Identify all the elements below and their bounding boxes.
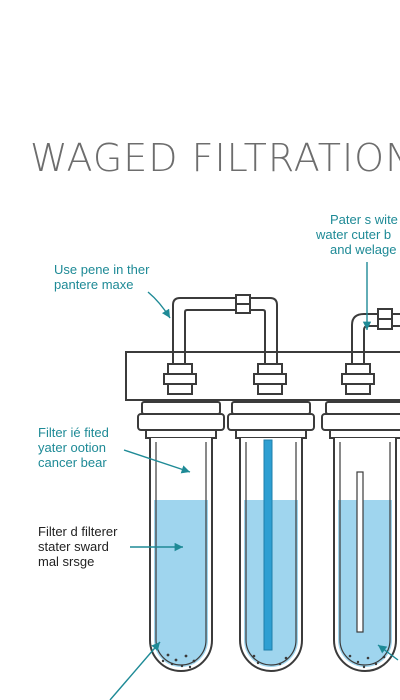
inlet-fittings: [163, 363, 375, 395]
annotation-line: Filter d filterer: [38, 524, 118, 539]
annotation-top-left: Use pene in ther pantere maxe: [54, 262, 149, 292]
annotation-lower-left: Filter d filterer stater sward mal srsge: [38, 524, 117, 569]
annotation-line: stater sward: [38, 539, 109, 554]
annotation-line: yater ootion: [38, 440, 106, 455]
filter-housing-1: [137, 401, 225, 672]
filter-housing-2: [227, 401, 315, 672]
annotation-line: pantere maxe: [54, 277, 134, 292]
annotation-line: and welage: [330, 242, 397, 257]
annotation-line: Use pene in ther: [54, 262, 150, 277]
annotation-line: mal srsge: [38, 554, 95, 569]
filter-housing-3: [321, 401, 400, 672]
diagram-title: WAGED FILTRATION: [30, 136, 400, 180]
annotation-line: water cuter b: [316, 227, 392, 242]
carbon-core: [263, 439, 273, 651]
annotation-top-right: Pater s wite water cuter b and welage: [316, 212, 398, 257]
connector-pipe-left: [172, 294, 278, 368]
leader-lines: [109, 262, 399, 700]
annotation-line: cancer bear: [38, 455, 107, 470]
annotation-line: Pater s wite: [330, 212, 398, 227]
annotation-mid-left: Filter ié fited yater ootion cancer bear: [38, 425, 109, 470]
annotation-line: Filter ié fited: [38, 425, 109, 440]
